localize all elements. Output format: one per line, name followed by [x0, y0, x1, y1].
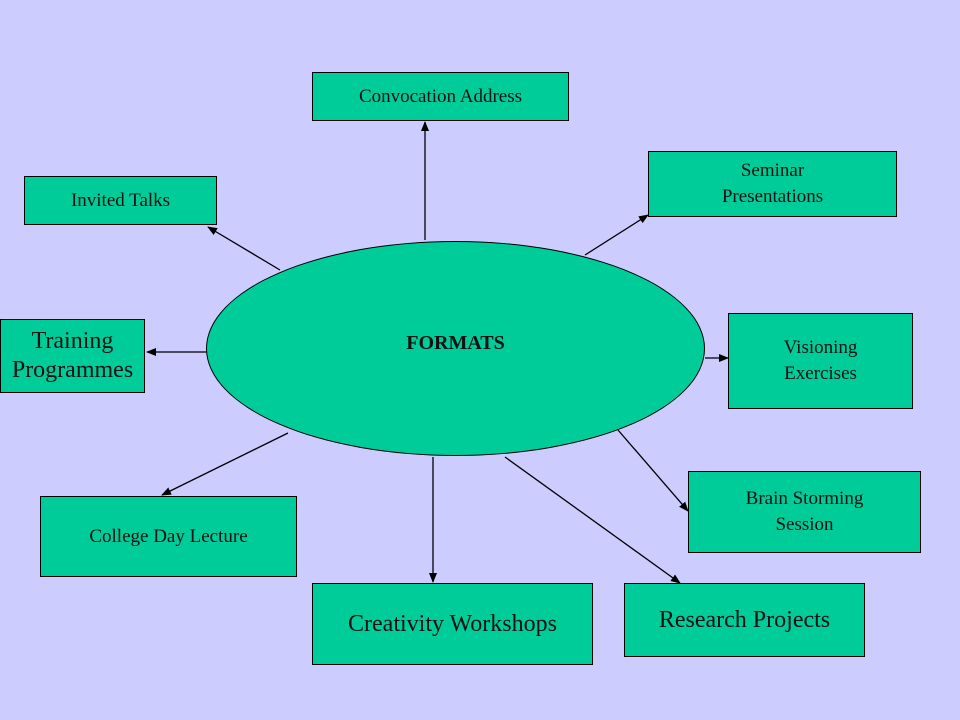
arrow-to-research	[504, 456, 681, 584]
arrow-to-seminar	[584, 214, 649, 256]
node-label: Convocation Address	[358, 85, 523, 107]
node-visioning-exercises: Visioning Exercises	[728, 313, 913, 409]
node-label: Invited Talks	[70, 189, 171, 211]
node-label: Research Projects	[658, 606, 831, 633]
arrow-to-brainstorming	[617, 429, 689, 512]
node-label: College Day Lecture	[89, 525, 248, 547]
node-research-projects: Research Projects	[624, 583, 865, 657]
node-brain-storming-session: Brain Storming Session	[688, 471, 921, 553]
arrow-to-college	[161, 432, 289, 496]
node-creativity-workshops: Creativity Workshops	[312, 583, 593, 665]
node-college-day-lecture: College Day Lecture	[40, 496, 297, 577]
arrow-to-invited	[207, 226, 281, 271]
node-invited-talks: Invited Talks	[24, 176, 217, 225]
center-label: FORMATS	[406, 332, 505, 354]
node-training-programmes: Training Programmes	[0, 319, 145, 393]
node-label: Seminar Presentations	[721, 160, 824, 207]
node-label: Training Programmes	[11, 328, 134, 383]
node-label: Visioning Exercises	[783, 337, 858, 384]
formats-center-node: FORMATS	[206, 241, 705, 456]
node-convocation-address: Convocation Address	[312, 72, 569, 121]
node-seminar-presentations: Seminar Presentations	[648, 151, 897, 217]
node-label: Brain Storming Session	[745, 488, 864, 535]
node-label: Creativity Workshops	[348, 610, 557, 637]
